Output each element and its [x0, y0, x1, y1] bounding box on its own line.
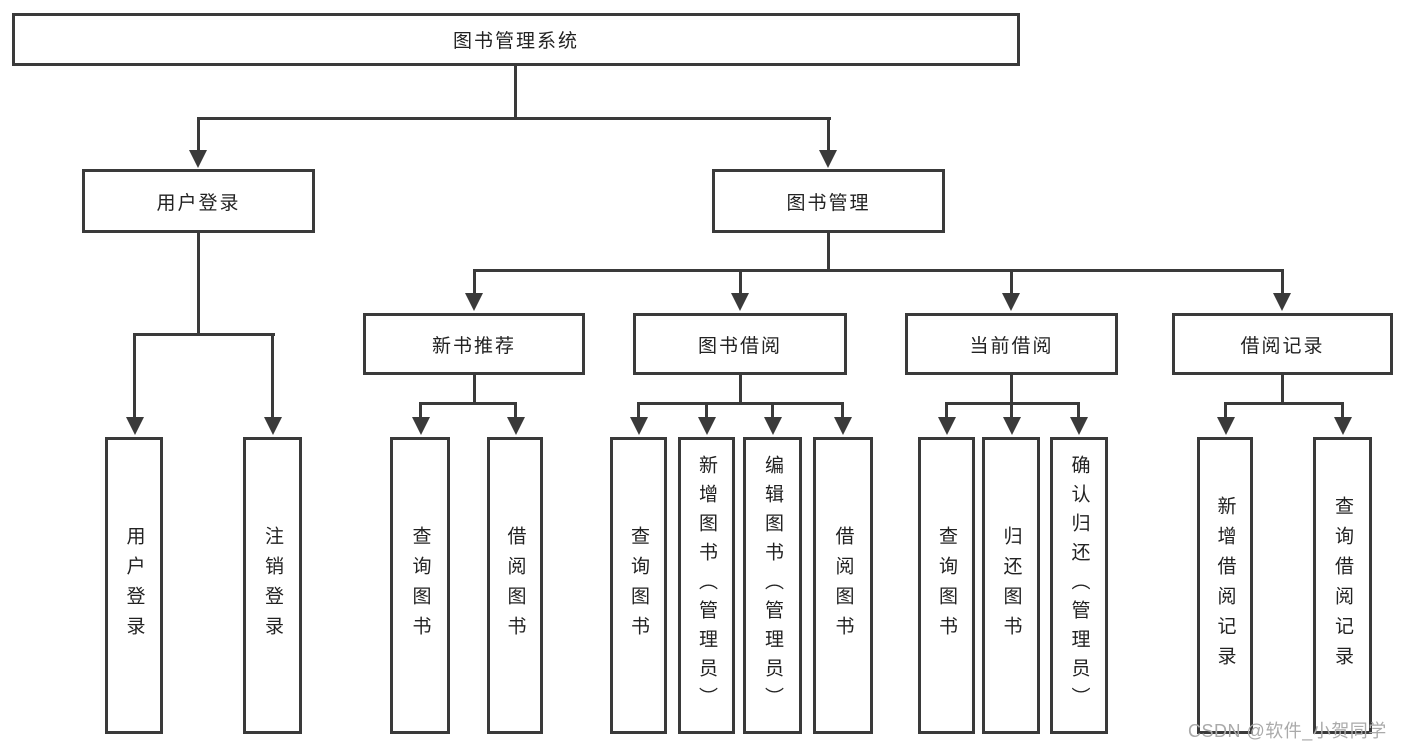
connector-userlogin-stem: [197, 233, 200, 336]
connector-root-stem: [514, 66, 517, 119]
node-book-borrowing: 图书借阅: [633, 313, 847, 375]
connector-borrowrecord-stem: [1281, 375, 1284, 405]
connector-currentborrow-stem: [1010, 375, 1013, 405]
node-user-login: 用户登录: [82, 169, 315, 233]
leaf-add-borrow-record-label: 新增借阅记录: [1214, 495, 1236, 676]
leaf-query-borrow-record-label: 查询借阅记录: [1332, 495, 1353, 676]
arrowhead-leaf: [630, 417, 648, 435]
connector-borrowrecord-hline: [1224, 402, 1343, 405]
connector-l3-hline: [473, 269, 1284, 272]
leaf-edit-books-admin: 编辑图书（管理员）: [743, 437, 802, 734]
connector-drop: [1341, 402, 1344, 419]
arrowhead-currentborrow: [1002, 293, 1020, 311]
leaf-query-borrow-record: 查询借阅记录: [1313, 437, 1372, 734]
leaf-logout-label: 注销登录: [262, 525, 283, 646]
arrowhead-leaf: [1070, 417, 1088, 435]
connector-drop: [419, 402, 422, 419]
node-borrowing-records: 借阅记录: [1172, 313, 1393, 375]
arrowhead-leaf: [412, 417, 430, 435]
connector-drop: [771, 402, 774, 419]
node-book-borrowing-label: 图书借阅: [697, 335, 782, 357]
leaf-edit-books-admin-label: 编辑图书（管理员）: [762, 455, 783, 716]
arrowhead-borrowing: [731, 293, 749, 311]
arrowhead-leaf: [938, 417, 956, 435]
connector-drop: [841, 402, 844, 419]
leaf-borrow-books-recommend: 借阅图书: [487, 437, 543, 734]
node-root: 图书管理系统: [12, 13, 1020, 66]
connector-bookmgmt-drop: [827, 117, 830, 152]
node-current-borrowing: 当前借阅: [905, 313, 1118, 375]
leaf-add-books-admin-label: 新增图书（管理员）: [696, 455, 717, 716]
node-new-book-recommend: 新书推荐: [363, 313, 585, 375]
arrowhead-leaf: [1334, 417, 1352, 435]
arrowhead-leaf: [698, 417, 716, 435]
connector-leaf-logout-drop: [271, 333, 274, 418]
connector-borrowing-drop: [739, 269, 742, 295]
arrowhead-leaf: [1003, 417, 1021, 435]
connector-leaf-login-drop: [133, 333, 136, 418]
leaf-borrow-books: 借阅图书: [813, 437, 873, 734]
connector-drop: [945, 402, 948, 419]
leaf-query-books-borrowing: 查询图书: [610, 437, 667, 734]
arrowhead-leaf: [1217, 417, 1235, 435]
connector-drop: [637, 402, 640, 419]
connector-borrowrecord-drop: [1281, 269, 1284, 295]
connector-drop: [514, 402, 517, 419]
csdn-watermark: CSDN @软件_小贺同学: [1188, 721, 1387, 741]
arrowhead-bookmgmt: [819, 150, 837, 168]
arrowhead-leaf-login: [126, 417, 144, 435]
node-root-label: 图书管理系统: [452, 31, 579, 52]
leaf-borrow-books-label: 借阅图书: [832, 525, 854, 646]
leaf-borrow-books-recommend-label: 借阅图书: [504, 525, 526, 646]
connector-drop: [705, 402, 708, 419]
connector-bookmgmt-stem: [827, 233, 830, 272]
connector-currentborrow-drop: [1010, 269, 1013, 295]
node-current-borrowing-label: 当前借阅: [969, 335, 1054, 357]
connector-borrowing-hline: [637, 402, 844, 405]
leaf-user-login: 用户登录: [105, 437, 163, 734]
leaf-return-books-label: 归还图书: [1000, 525, 1022, 646]
connector-newbook-drop: [473, 269, 476, 295]
node-borrowing-records-label: 借阅记录: [1240, 335, 1325, 357]
connector-drop: [1224, 402, 1227, 419]
connector-drop: [1010, 402, 1013, 419]
leaf-confirm-return-admin: 确认归还（管理员）: [1050, 437, 1108, 734]
node-new-book-recommend-label: 新书推荐: [431, 335, 516, 357]
leaf-user-login-label: 用户登录: [123, 525, 145, 646]
connector-drop: [1077, 402, 1080, 419]
leaf-logout: 注销登录: [243, 437, 302, 734]
leaf-return-books: 归还图书: [982, 437, 1040, 734]
connector-userlogin-drop: [197, 117, 200, 152]
leaf-query-books-current: 查询图书: [918, 437, 975, 734]
node-user-login-label: 用户登录: [156, 192, 241, 214]
node-book-management: 图书管理: [712, 169, 945, 233]
connector-l1-hline: [197, 117, 831, 120]
connector-newbook-hline: [419, 402, 517, 405]
arrowhead-leaf: [764, 417, 782, 435]
arrowhead-leaf-logout: [264, 417, 282, 435]
leaf-query-books-borrowing-label: 查询图书: [628, 525, 649, 646]
leaf-query-books-current-label: 查询图书: [936, 525, 957, 646]
connector-newbook-stem: [473, 375, 476, 405]
node-book-management-label: 图书管理: [786, 192, 871, 214]
leaf-query-books-recommend-label: 查询图书: [409, 525, 431, 646]
connector-borrowing-stem: [739, 375, 742, 405]
leaf-query-books-recommend: 查询图书: [390, 437, 450, 734]
arrowhead-newbook: [465, 293, 483, 311]
connector-userlogin-hline: [133, 333, 275, 336]
arrowhead-leaf: [834, 417, 852, 435]
leaf-add-books-admin: 新增图书（管理员）: [678, 437, 735, 734]
arrowhead-leaf: [507, 417, 525, 435]
leaf-add-borrow-record: 新增借阅记录: [1197, 437, 1253, 734]
leaf-confirm-return-admin-label: 确认归还（管理员）: [1068, 455, 1090, 716]
arrowhead-borrowrecord: [1273, 293, 1291, 311]
arrowhead-userlogin: [189, 150, 207, 168]
